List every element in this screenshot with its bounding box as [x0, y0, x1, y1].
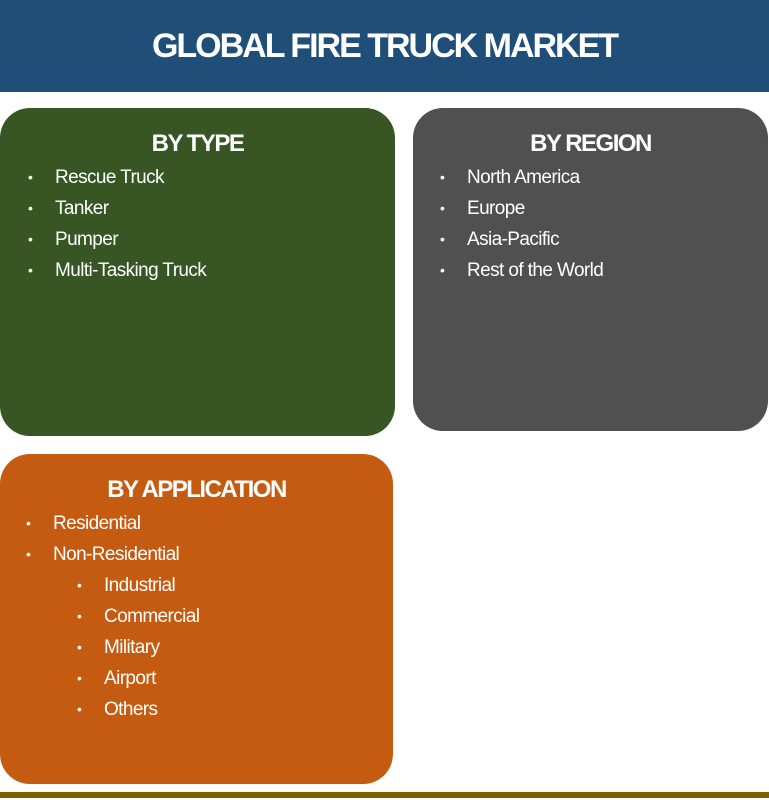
by-type-title: BY TYPE [151, 130, 245, 157]
bullet-icon: • [77, 639, 82, 655]
by-region-box: BY REGION •North America •Europe •Asia-P… [413, 108, 768, 431]
page-title: GLOBAL FIRE TRUCK MARKET [151, 26, 619, 65]
by-type-box: BY TYPE •Rescue Truck •Tanker •Pumper •M… [0, 108, 395, 436]
bullet-icon: • [28, 169, 33, 185]
by-application-box: BY APPLICATION •Residential •Non-Residen… [0, 454, 393, 784]
non-residential-sublist: •Industrial •Commercial •Military •Airpo… [77, 570, 393, 725]
bullet-icon: • [440, 169, 445, 185]
list-item: •Europe [440, 193, 768, 224]
list-item: •Tanker [28, 193, 395, 224]
list-item: •North America [440, 162, 768, 193]
bullet-icon: • [28, 231, 33, 247]
list-item: •Rescue Truck [28, 162, 395, 193]
list-item: •Multi-Tasking Truck [28, 255, 395, 286]
bottom-divider [0, 792, 769, 798]
bullet-icon: • [440, 200, 445, 216]
list-item: •Pumper [28, 224, 395, 255]
bullet-icon: • [77, 701, 82, 717]
bullet-icon: • [77, 608, 82, 624]
list-item: •Non-Residential [26, 539, 393, 570]
by-region-title: BY REGION [530, 130, 652, 157]
bullet-icon: • [26, 515, 31, 531]
header-banner: GLOBAL FIRE TRUCK MARKET [0, 0, 769, 92]
list-item: •Military [77, 632, 393, 663]
list-item: •Residential [26, 508, 393, 539]
list-item: •Others [77, 694, 393, 725]
list-item: •Asia-Pacific [440, 224, 768, 255]
list-item: •Industrial [77, 570, 393, 601]
bullet-icon: • [77, 670, 82, 686]
list-item: •Airport [77, 663, 393, 694]
by-application-title: BY APPLICATION [107, 476, 287, 503]
by-type-list: •Rescue Truck •Tanker •Pumper •Multi-Tas… [28, 162, 395, 286]
by-application-list: •Residential •Non-Residential [26, 508, 393, 570]
bullet-icon: • [440, 231, 445, 247]
bullet-icon: • [26, 546, 31, 562]
bullet-icon: • [440, 262, 445, 278]
by-region-list: •North America •Europe •Asia-Pacific •Re… [440, 162, 768, 286]
bullet-icon: • [28, 262, 33, 278]
bullet-icon: • [77, 577, 82, 593]
list-item: •Rest of the World [440, 255, 768, 286]
bullet-icon: • [28, 200, 33, 216]
list-item: •Commercial [77, 601, 393, 632]
